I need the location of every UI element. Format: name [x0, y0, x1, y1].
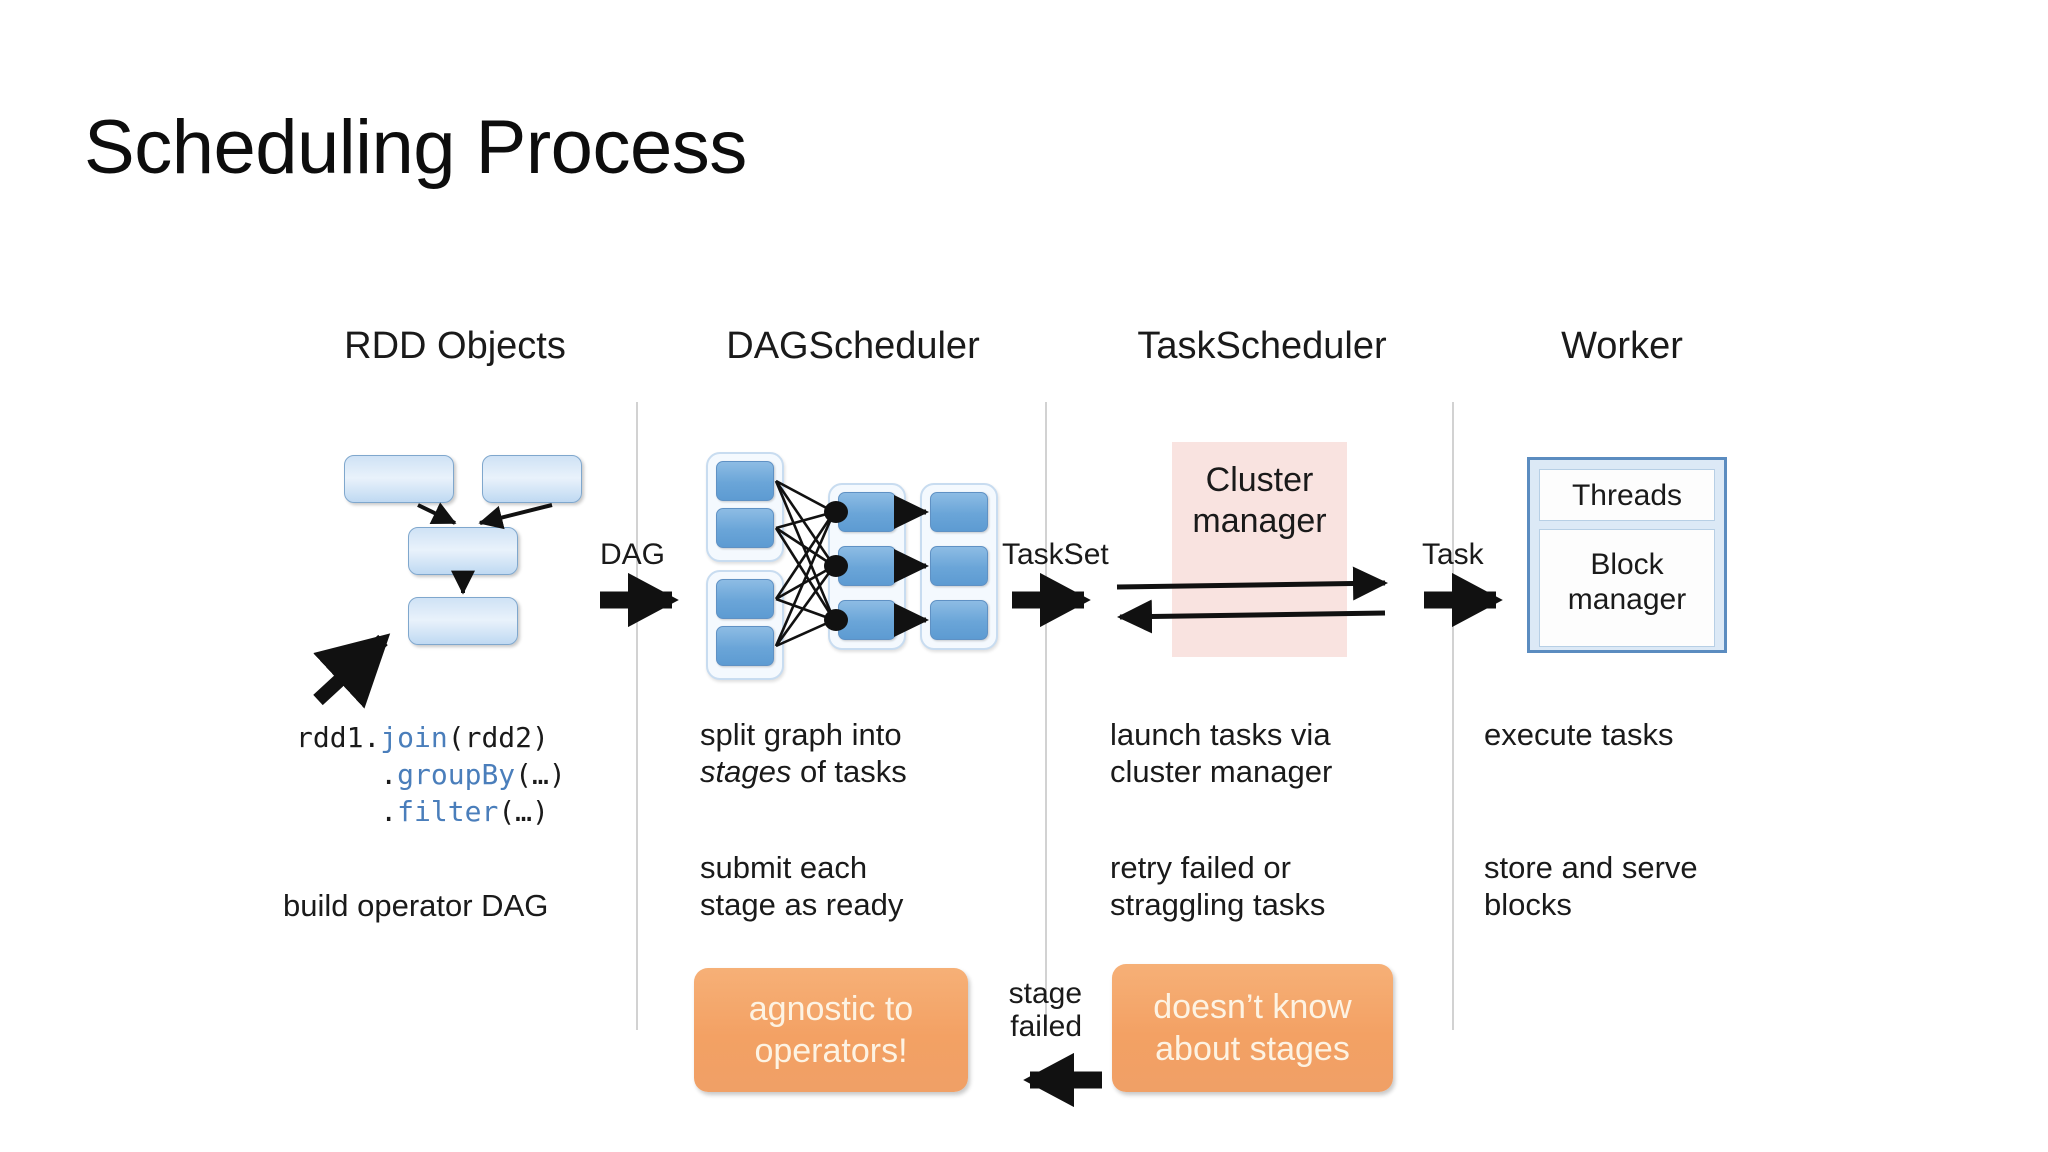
cluster-manager-label: Cluster manager	[1192, 461, 1327, 541]
column-header-dag-scheduler: DAGScheduler	[726, 325, 980, 367]
page-title: Scheduling Process	[84, 105, 747, 190]
divider-dag-taskscheduler	[1045, 402, 1047, 1030]
dag-scheduler-caption-2: submit each stage as ready	[700, 850, 904, 922]
task-scheduler-caption-2: retry failed or straggling tasks	[1110, 850, 1326, 922]
dag-caption-line1: split graph into	[700, 717, 902, 752]
flow-label-dag: DAG	[600, 538, 666, 571]
task-scheduler-caption-1: launch tasks via cluster manager	[1110, 717, 1333, 789]
flow-label-taskset: TaskSet	[1002, 538, 1109, 571]
worker-threads-box: Threads	[1539, 469, 1715, 521]
worker-caption-1: execute tasks	[1484, 717, 1674, 752]
badge-doesnt-know-about-stages: doesn’t know about stages	[1112, 964, 1393, 1092]
rdd-box-a	[344, 455, 454, 503]
column-header-rdd-objects: RDD Objects	[344, 325, 566, 367]
rdd-code-block: rdd1.join(rdd2) .groupBy(…) .filter(…)	[296, 720, 566, 831]
code-line-1: rdd1.join(rdd2)	[296, 721, 549, 754]
rdd-objects-caption: build operator DAG	[283, 888, 549, 923]
worker-box: Threads Block manager	[1527, 457, 1727, 653]
task-box-3b	[838, 546, 896, 586]
flow-label-task: Task	[1422, 538, 1484, 571]
cluster-manager-panel: Cluster manager	[1172, 442, 1347, 657]
divider-rdd-dag	[636, 402, 638, 1030]
rdd-box-b	[482, 455, 582, 503]
task-box-4b	[930, 546, 988, 586]
worker-block-manager-box: Block manager	[1539, 529, 1715, 647]
flow-label-stage-failed: stage failed	[1008, 977, 1082, 1043]
task-box-4c	[930, 600, 988, 640]
task-box-3c	[838, 600, 896, 640]
code-line-2: .groupBy(…)	[296, 757, 566, 791]
dag-caption-stages-italic: stages	[700, 753, 792, 789]
code-line-3: .filter(…)	[296, 794, 549, 828]
task-box-1b	[716, 508, 774, 548]
task-box-2b	[716, 626, 774, 666]
divider-taskscheduler-worker	[1452, 402, 1454, 1030]
column-header-worker: Worker	[1561, 325, 1683, 367]
task-box-1a	[716, 461, 774, 501]
rdd-box-join	[408, 527, 518, 575]
column-header-task-scheduler: TaskScheduler	[1137, 325, 1387, 367]
badge-agnostic-to-operators: agnostic to operators!	[694, 968, 968, 1092]
dag-caption-line2-rest: of tasks	[791, 753, 907, 789]
worker-caption-2: store and serve blocks	[1484, 850, 1698, 922]
task-box-3a	[838, 492, 896, 532]
task-box-2a	[716, 579, 774, 619]
rdd-box-result	[408, 597, 518, 645]
task-box-4a	[930, 492, 988, 532]
